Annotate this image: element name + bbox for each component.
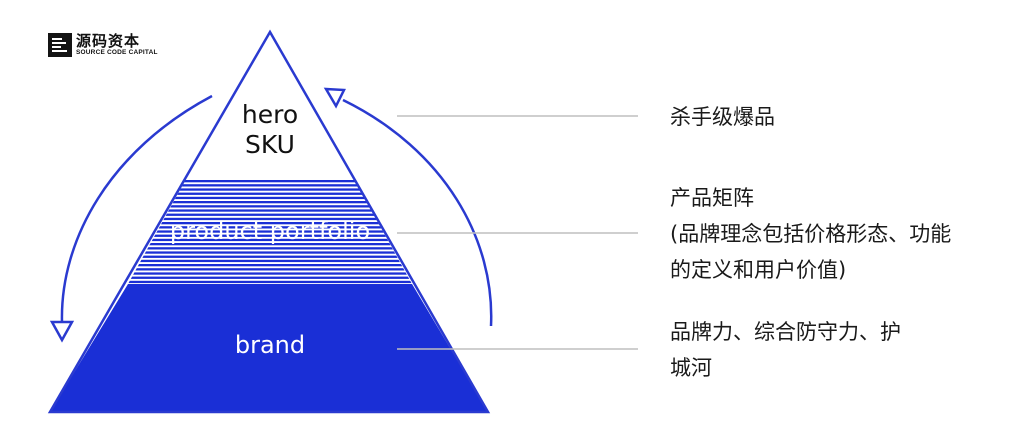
- stripe: [128, 205, 412, 208]
- logo-name-cn: 源码资本: [76, 32, 141, 50]
- stripe: [128, 222, 412, 225]
- left-curved-arrow: [60, 94, 213, 323]
- stripe: [128, 209, 412, 212]
- hero-label-line: SKU: [245, 130, 295, 159]
- brand-tier: [50, 284, 488, 412]
- stripe: [128, 255, 412, 258]
- portfolio-stripes: [128, 180, 412, 284]
- stripe: [128, 264, 412, 267]
- stripe: [128, 230, 412, 233]
- stripe: [128, 180, 412, 183]
- pyramid-outline: [47, 29, 491, 414]
- hero-label-line: hero: [241, 100, 299, 129]
- logo-text: 源码资本 SOURCE CODE CAPITAL: [76, 33, 158, 57]
- portfolio-tier-label: product portfolio: [169, 217, 371, 245]
- hero-tier: [186, 32, 354, 179]
- stripe: [128, 226, 412, 229]
- stripe: [128, 217, 412, 221]
- stripe: [128, 276, 412, 279]
- stripe: [128, 201, 412, 204]
- hero-tier-label: hero SKU: [205, 100, 335, 160]
- logo-name-en: SOURCE CODE CAPITAL: [76, 49, 158, 56]
- description-line: 杀手级爆品: [670, 105, 775, 129]
- stripe: [128, 247, 412, 250]
- portfolio-description: 产品矩阵 (品牌理念包括价格形态、功能 的定义和用户价值): [670, 180, 1010, 288]
- stripe: [128, 196, 412, 200]
- description-line: 的定义和用户价值): [670, 258, 847, 282]
- description-line: 品牌力、综合防守力、护: [670, 320, 901, 344]
- brand-description: 品牌力、综合防守力、护 城河: [670, 314, 970, 386]
- stripe: [128, 259, 412, 263]
- brand-tier-label: brand: [234, 331, 306, 359]
- stripe: [128, 272, 412, 275]
- stripe: [128, 192, 412, 195]
- stripe: [128, 243, 412, 246]
- logo-mark-icon: [48, 33, 72, 57]
- description-line: 城河: [670, 356, 712, 380]
- stripe: [128, 280, 412, 284]
- description-line: (品牌理念包括价格形态、功能: [670, 222, 952, 246]
- description-line: 产品矩阵: [670, 186, 754, 210]
- stripe: [128, 238, 412, 242]
- hero-description: 杀手级爆品: [670, 99, 775, 135]
- stripe: [128, 251, 412, 254]
- left-arrowhead-icon: [49, 320, 75, 343]
- right-arrowhead-icon: [323, 87, 346, 109]
- stripe: [128, 268, 412, 271]
- right-curved-arrow: [342, 98, 493, 327]
- company-logo: 源码资本 SOURCE CODE CAPITAL: [48, 33, 158, 57]
- stripe: [128, 184, 412, 187]
- stripe: [128, 234, 412, 237]
- stripe: [128, 213, 412, 216]
- stripe: [128, 188, 412, 191]
